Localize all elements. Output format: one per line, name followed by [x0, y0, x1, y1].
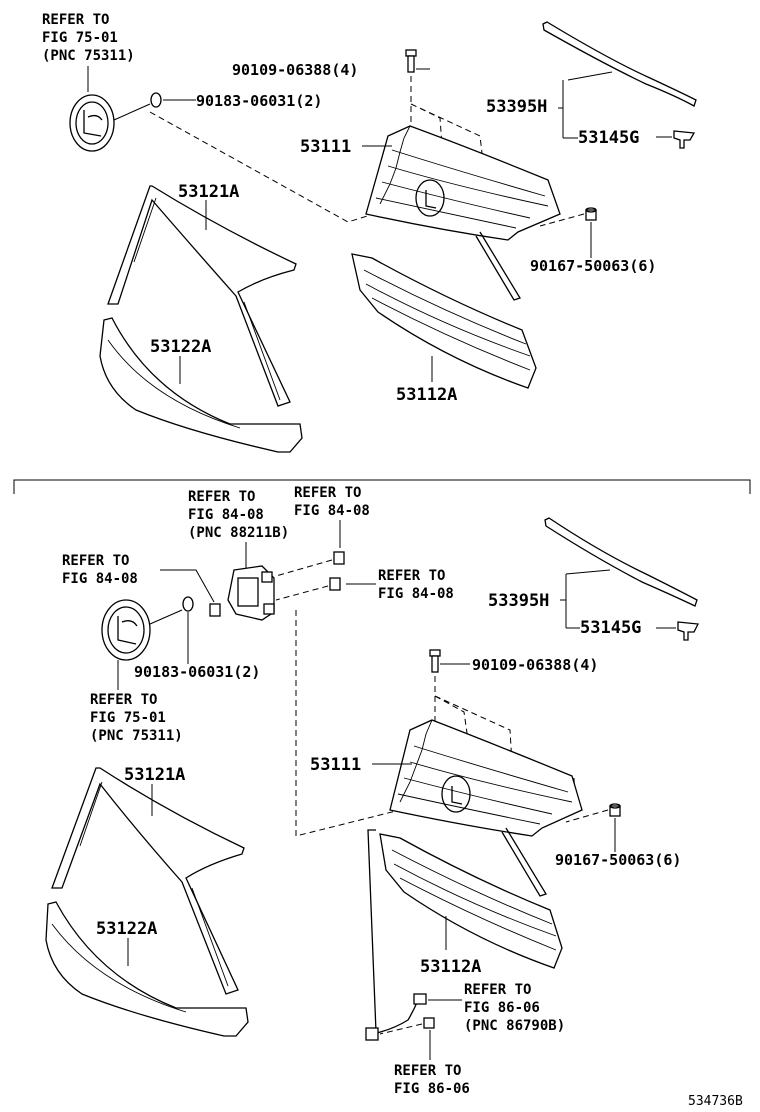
bottom-nut-label: 90167-50063(6)	[555, 851, 681, 869]
top-clip-label: 53145G	[578, 128, 639, 148]
top-molding-label: 53395H	[486, 97, 547, 117]
bottom-washer	[182, 596, 194, 612]
bottom-sensor-bolt-lower	[329, 577, 341, 591]
bottom-screw	[429, 649, 441, 673]
bottom-bolt-ref-line1: REFER TO	[378, 568, 445, 584]
bottom-clip	[677, 621, 700, 641]
bottom-emblem-ref-line2: FIG 75-01	[90, 710, 166, 726]
bottom-camera-ref-line3: (PNC 86790B)	[464, 1018, 565, 1034]
bottom-grille-label: 53111	[310, 755, 361, 775]
top-emblem	[69, 94, 115, 152]
bottom-lower-panel	[45, 901, 249, 1037]
bottom-nut-ref-line1: REFER TO	[62, 553, 129, 569]
bottom-sensor-ref-line2: FIG 84-08	[188, 507, 264, 523]
bottom-sensor-ref2-line1: REFER TO	[294, 485, 361, 501]
top-grille-label: 53111	[300, 137, 351, 157]
bottom-bracket-ref-line1: REFER TO	[394, 1063, 461, 1079]
bottom-sensor-ref-line3: (PNC 88211B)	[188, 525, 289, 541]
bottom-sensor-ref-line1: REFER TO	[188, 489, 255, 505]
bottom-upper-grille	[389, 719, 583, 897]
top-screw	[405, 49, 417, 73]
bottom-emblem	[101, 599, 151, 661]
bottom-lower-grille-label: 53112A	[420, 957, 481, 977]
bottom-upper-panel	[51, 767, 245, 995]
bottom-washer-label: 90183-06031(2)	[134, 663, 260, 681]
top-clip	[673, 130, 696, 149]
bottom-nut	[609, 803, 621, 817]
figure-id: 534736B	[688, 1094, 743, 1109]
bottom-sensor-ref2-line2: FIG 84-08	[294, 503, 370, 519]
bottom-panel-label: 53121A	[124, 765, 185, 785]
top-washer	[150, 92, 162, 108]
bottom-radar-sensor	[227, 565, 275, 621]
bottom-emblem-ref-line3: (PNC 75311)	[90, 728, 183, 744]
bottom-camera-harness	[365, 829, 427, 1041]
bottom-lower-panel-label: 53122A	[96, 919, 157, 939]
top-washer-label: 90183-06031(2)	[196, 92, 322, 110]
top-emblem-ref-line1: REFER TO	[42, 12, 109, 28]
bottom-bracket-ref-line2: FIG 86-06	[394, 1081, 470, 1097]
top-upper-grille	[365, 125, 561, 301]
section-divider	[13, 479, 751, 494]
bottom-camera-bracket-bolt	[423, 1017, 435, 1029]
top-lower-panel-label: 53122A	[150, 337, 211, 357]
bottom-screw-label: 90109-06388(4)	[472, 656, 598, 674]
bottom-bolt-ref-line2: FIG 84-08	[378, 586, 454, 602]
bottom-molding-label: 53395H	[488, 591, 549, 611]
bottom-emblem-ref-line1: REFER TO	[90, 692, 157, 708]
top-emblem-ref-line2: FIG 75-01	[42, 30, 118, 46]
bottom-lower-grille	[379, 833, 563, 969]
bottom-sensor-nut	[209, 603, 221, 617]
top-emblem-ref-line3: (PNC 75311)	[42, 48, 135, 64]
bottom-camera-ref-line2: FIG 86-06	[464, 1000, 540, 1016]
bottom-clip-label: 53145G	[580, 618, 641, 638]
top-nut	[585, 207, 597, 221]
top-nut-label: 90167-50063(6)	[530, 257, 656, 275]
top-panel-label: 53121A	[178, 182, 239, 202]
bottom-nut-ref-line2: FIG 84-08	[62, 571, 138, 587]
bottom-camera-ref-line1: REFER TO	[464, 982, 531, 998]
top-lower-grille	[351, 253, 537, 389]
top-upper-panel	[107, 185, 297, 407]
bottom-sensor-bolt-upper	[333, 551, 345, 565]
top-lower-panel	[99, 317, 303, 453]
top-lower-grille-label: 53112A	[396, 385, 457, 405]
top-molding	[542, 21, 697, 107]
bottom-molding	[544, 517, 698, 607]
top-screw-label: 90109-06388(4)	[232, 61, 358, 79]
